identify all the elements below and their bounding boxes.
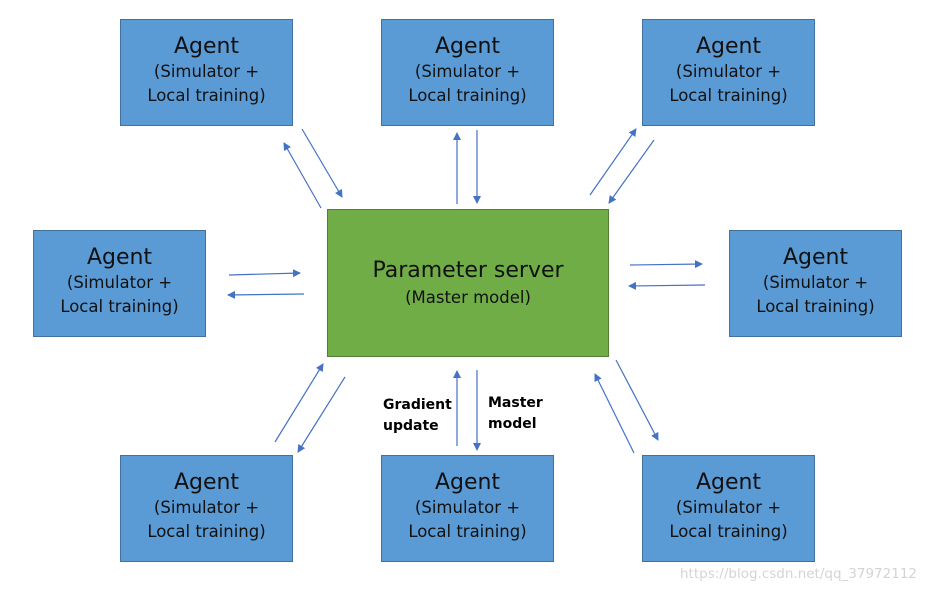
agent-bottom-left: Agent (Simulator + Local training) <box>120 455 293 562</box>
gradient-label-line1: Gradient <box>383 397 452 413</box>
agent-middle-right: Agent (Simulator + Local training) <box>729 230 902 337</box>
agent-line3: Local training) <box>408 85 527 105</box>
master-label-line2: model <box>488 416 537 432</box>
arrow-to-server <box>628 281 706 290</box>
agent-title: Agent <box>434 33 501 59</box>
agent-line2: (Simulator + <box>675 497 782 517</box>
agent-line3: Local training) <box>408 521 527 541</box>
agent-middle-left: Agent (Simulator + Local training) <box>33 230 206 337</box>
agent-bottom-center: Agent (Simulator + Local training) <box>381 455 554 562</box>
agent-top-right: Agent (Simulator + Local training) <box>642 19 815 126</box>
agent-title: Agent <box>695 469 762 495</box>
watermark: https://blog.csdn.net/qq_37972112 <box>679 566 917 582</box>
arrow-to-agent <box>629 260 703 269</box>
arrow-to-agent <box>283 142 322 209</box>
agent-top-left: Agent (Simulator + Local training) <box>120 19 293 126</box>
arrow-to-agent <box>589 128 637 196</box>
gradient-label-line2: update <box>383 418 439 434</box>
agent-title: Agent <box>86 244 153 270</box>
agent-line2: (Simulator + <box>414 61 521 81</box>
agent-line3: Local training) <box>147 85 266 105</box>
master-model-label: Master model <box>488 393 543 435</box>
parameter-server: Parameter server (Master model) <box>327 209 609 357</box>
arrow-to-server <box>228 269 301 278</box>
server-title: Parameter server <box>372 258 564 283</box>
arrow-to-agent <box>615 359 659 441</box>
agent-title: Agent <box>434 469 501 495</box>
arrow-to-server <box>594 373 635 454</box>
arrow-to-server <box>274 363 324 443</box>
arrow-to-agent <box>297 376 346 453</box>
master-label-line1: Master <box>488 395 543 411</box>
agent-title: Agent <box>173 469 240 495</box>
agent-title: Agent <box>695 33 762 59</box>
agent-line2: (Simulator + <box>675 61 782 81</box>
arrow-to-agent <box>227 290 305 299</box>
arrow-to-server <box>608 139 655 204</box>
agent-line3: Local training) <box>147 521 266 541</box>
arrow-to-server <box>301 128 343 198</box>
agent-line3: Local training) <box>60 296 179 316</box>
gradient-update-label: Gradient update <box>383 395 452 437</box>
agent-line3: Local training) <box>669 85 788 105</box>
server-subtitle: (Master model) <box>405 288 531 307</box>
agent-top-center: Agent (Simulator + Local training) <box>381 19 554 126</box>
agent-line2: (Simulator + <box>153 61 260 81</box>
agent-line2: (Simulator + <box>153 497 260 517</box>
agent-bottom-right: Agent (Simulator + Local training) <box>642 455 815 562</box>
agent-title: Agent <box>782 244 849 270</box>
agent-line3: Local training) <box>669 521 788 541</box>
agent-line3: Local training) <box>756 296 875 316</box>
agent-line2: (Simulator + <box>414 497 521 517</box>
agent-line2: (Simulator + <box>762 272 869 292</box>
agent-title: Agent <box>173 33 240 59</box>
agent-line2: (Simulator + <box>66 272 173 292</box>
